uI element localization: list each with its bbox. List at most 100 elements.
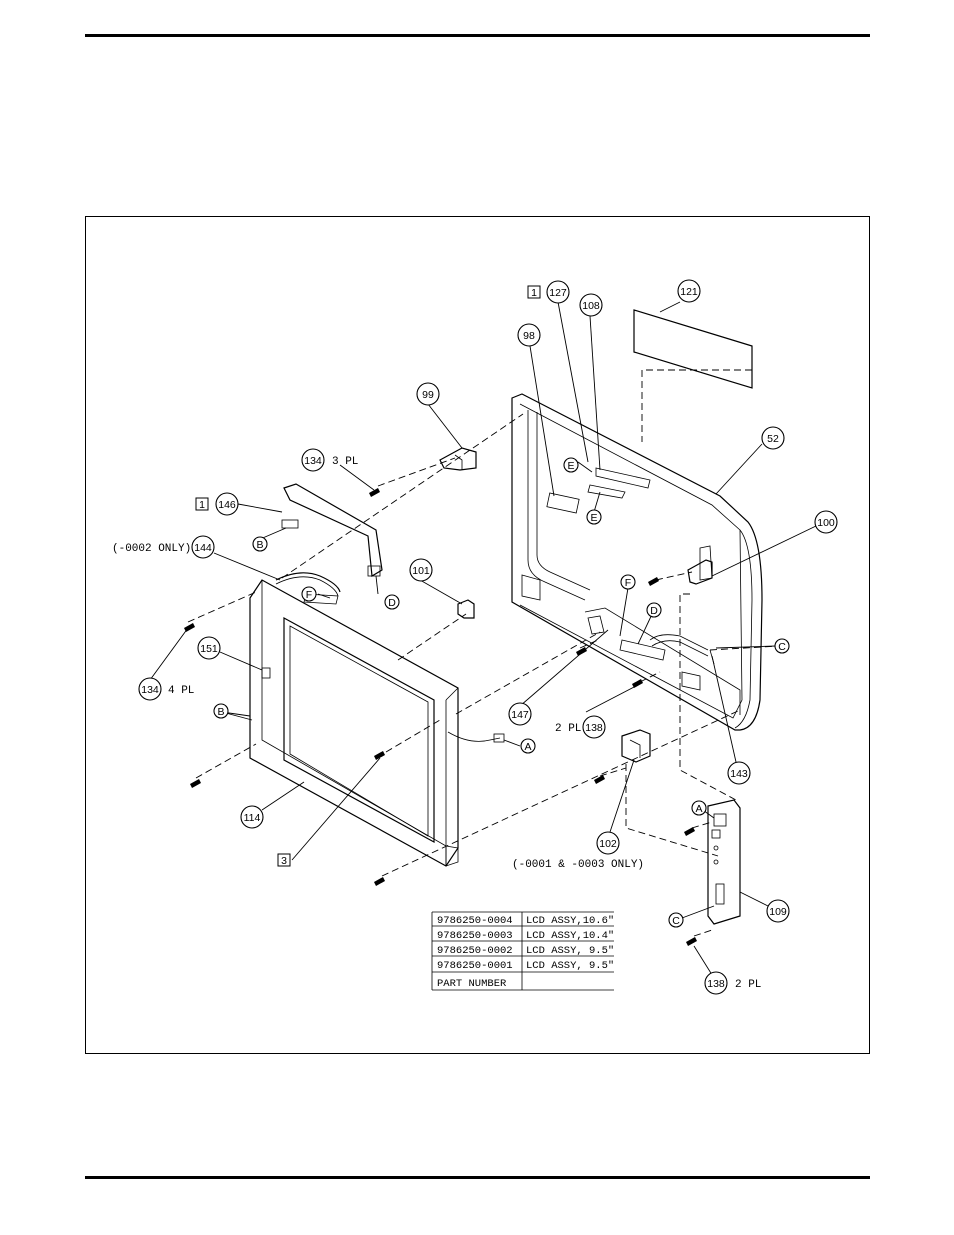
svg-text:101: 101 <box>412 565 430 577</box>
lcd-wire <box>447 731 501 742</box>
note-box-3: 3 <box>277 853 291 867</box>
connector-e-1: E <box>563 457 579 473</box>
note-3pl: 3 PL <box>332 456 358 468</box>
svg-text:134: 134 <box>141 684 159 696</box>
callout-98: 98 <box>517 323 541 347</box>
svg-text:E: E <box>567 460 574 472</box>
callout-138-2pl-bottom: 138 <box>704 971 728 995</box>
callout-134-3pl: 134 <box>301 448 325 472</box>
svg-text:121: 121 <box>680 286 698 298</box>
note-0001-0003-only: (-0001 & -0003 ONLY) <box>512 859 644 871</box>
svg-text:C: C <box>672 915 680 927</box>
flex-cable-part-146 <box>283 483 383 578</box>
bracket-part-102 <box>621 729 651 763</box>
svg-text:B: B <box>256 539 263 551</box>
note-2pl-bottom: 2 PL <box>735 979 761 991</box>
svg-text:102: 102 <box>599 838 617 850</box>
note-box-1-left: 1 <box>195 497 209 511</box>
callout-143: 143 <box>727 761 751 785</box>
connector-a-1: A <box>520 738 536 754</box>
callout-52: 52 <box>761 426 785 450</box>
callout-146: 146 <box>215 492 239 516</box>
lcd-panel-part-114 <box>249 579 459 867</box>
svg-text:F: F <box>306 589 312 601</box>
svg-text:109: 109 <box>769 906 787 918</box>
callout-101: 101 <box>409 558 433 582</box>
note-box-1-top: 1 <box>527 285 541 299</box>
svg-text:138: 138 <box>707 978 725 990</box>
svg-text:D: D <box>388 597 396 609</box>
table-row-part: 9786250-0003 <box>437 930 513 942</box>
svg-text:144: 144 <box>194 542 212 554</box>
callout-100: 100 <box>814 510 838 534</box>
callout-102: 102 <box>596 831 620 855</box>
callout-108: 108 <box>579 293 603 317</box>
svg-text:151: 151 <box>200 643 218 655</box>
connector-d-1: D <box>384 594 400 610</box>
note-0002-only: (-0002 ONLY) <box>112 543 191 555</box>
connector-c-2: C <box>668 912 684 928</box>
part-number-table: 9786250-0004 LCD ASSY,10.6" 9786250-0003… <box>431 911 614 991</box>
callout-151: 151 <box>197 636 221 660</box>
callout-121: 121 <box>677 279 701 303</box>
connector-b-2: B <box>213 703 229 719</box>
connector-c-1: C <box>774 638 790 654</box>
table-row-part: 9786250-0004 <box>437 915 513 927</box>
label-part-121 <box>633 309 753 389</box>
table-row-desc: LCD ASSY, 9.5" <box>526 945 614 957</box>
bracket-part-101 <box>457 599 475 619</box>
leader-lines <box>149 301 817 979</box>
svg-text:B: B <box>217 706 224 718</box>
svg-text:3: 3 <box>281 855 287 867</box>
svg-text:52: 52 <box>767 433 779 445</box>
svg-text:E: E <box>590 512 597 524</box>
callout-144: 144 <box>191 535 215 559</box>
top-rule <box>85 34 870 37</box>
table-row-desc: LCD ASSY, 9.5" <box>526 960 614 972</box>
callout-114: 114 <box>240 805 264 829</box>
callout-147: 147 <box>508 702 532 726</box>
callout-127: 127 <box>546 280 570 304</box>
svg-text:A: A <box>524 741 531 753</box>
connector-f-2: F <box>301 586 317 602</box>
connector-e-2: E <box>586 509 602 525</box>
svg-text:C: C <box>778 641 786 653</box>
callout-134-4pl: 134 <box>138 677 162 701</box>
svg-text:99: 99 <box>422 389 434 401</box>
svg-text:1: 1 <box>199 499 205 511</box>
screws <box>184 488 697 946</box>
svg-text:108: 108 <box>582 300 600 312</box>
note-2pl: 2 PL <box>555 723 581 735</box>
table-header: PART NUMBER <box>437 978 507 990</box>
svg-text:143: 143 <box>730 768 748 780</box>
drawing-frame <box>85 216 870 1054</box>
connector-b-1: B <box>252 536 268 552</box>
svg-text:127: 127 <box>549 287 567 299</box>
svg-text:147: 147 <box>511 709 529 721</box>
bracket-part-99 <box>439 447 477 471</box>
table-row-desc: LCD ASSY,10.4" <box>526 930 614 942</box>
bottom-rule <box>85 1176 870 1179</box>
cable-part-144 <box>275 572 341 593</box>
svg-text:138: 138 <box>585 722 603 734</box>
assembly-lines <box>187 413 781 937</box>
svg-text:F: F <box>625 577 631 589</box>
callout-99: 99 <box>416 382 440 406</box>
pcb-part-109 <box>707 799 741 925</box>
svg-text:1: 1 <box>531 287 537 299</box>
table-row-part: 9786250-0002 <box>437 945 513 957</box>
svg-text:A: A <box>695 803 702 815</box>
svg-text:D: D <box>650 605 658 617</box>
callout-109: 109 <box>766 899 790 923</box>
table-row-part: 9786250-0001 <box>437 960 513 972</box>
svg-text:134: 134 <box>304 455 322 467</box>
callout-138-2pl: 138 <box>582 715 606 739</box>
table-row-desc: LCD ASSY,10.6" <box>526 915 614 927</box>
bracket-part-100 <box>687 559 713 585</box>
svg-text:100: 100 <box>817 517 835 529</box>
note-4pl: 4 PL <box>168 685 194 697</box>
connector-d-2: D <box>646 602 662 618</box>
svg-text:98: 98 <box>523 330 535 342</box>
connector-f-1: F <box>620 574 636 590</box>
